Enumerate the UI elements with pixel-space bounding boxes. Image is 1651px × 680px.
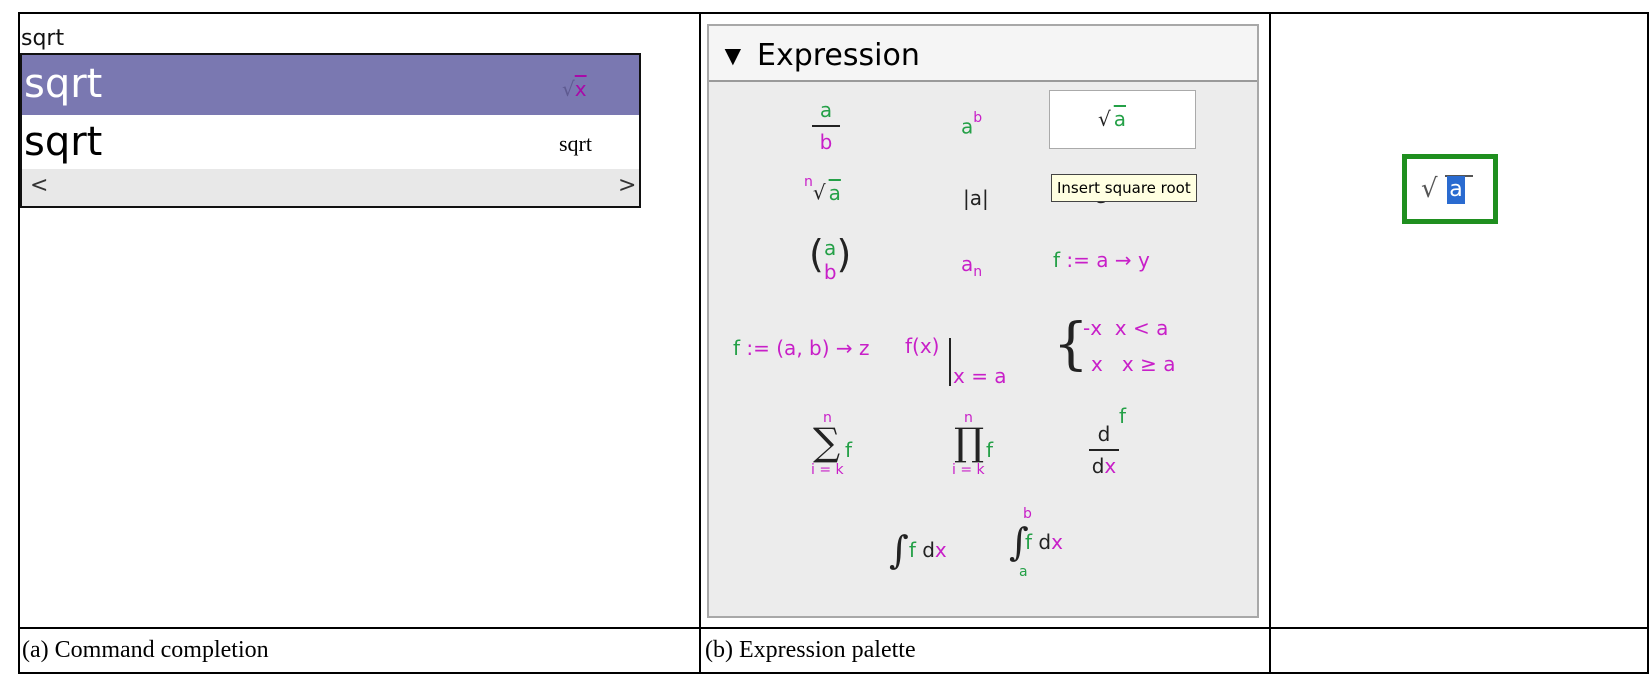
sqrt-preview-icon: √x	[562, 77, 587, 101]
completion-name: sqrt	[24, 119, 103, 165]
completion-preview: sqrt	[559, 131, 592, 156]
nth-root-button[interactable]: n√a	[804, 174, 841, 205]
math-region[interactable]: √ a	[1402, 154, 1498, 224]
evaluate-at-button[interactable]: f(x) x = a	[905, 334, 1007, 388]
table-border-top	[19, 12, 1649, 14]
completion-row-selected[interactable]: sqrt √x	[22, 55, 639, 115]
radical-icon: √	[1421, 174, 1438, 204]
selected-placeholder[interactable]: a	[1447, 176, 1465, 204]
caption-a: (a) Command completion	[22, 637, 269, 663]
function-def-button[interactable]: f := a → y	[1053, 248, 1150, 272]
caption-b: (b) Expression palette	[705, 637, 916, 663]
completion-row[interactable]: sqrt sqrt	[22, 115, 639, 169]
tooltip: Insert square root	[1051, 174, 1197, 202]
completion-popup: sqrt √x sqrt sqrt < >	[20, 53, 641, 208]
horizontal-scrollbar[interactable]: < >	[22, 169, 639, 206]
collapse-triangle-icon[interactable]: ▼	[719, 40, 747, 71]
multi-arg-function-button[interactable]: f := (a, b) → z	[733, 336, 870, 360]
power-button[interactable]: ab	[961, 110, 983, 139]
sqrt-button[interactable]: √a	[1049, 90, 1196, 149]
completion-name: sqrt	[24, 61, 103, 107]
palette-title: Expression	[757, 38, 920, 73]
table-border-div2	[1269, 12, 1271, 674]
table-border-mid	[19, 627, 1649, 629]
typed-command: sqrt	[21, 26, 65, 51]
definite-integral-button[interactable]: b ∫ f dx a	[1009, 506, 1063, 580]
table-border-bottom	[19, 672, 1649, 674]
table-border-right	[1647, 12, 1649, 674]
palette-header[interactable]: ▼ Expression	[709, 26, 1257, 82]
scroll-right-icon[interactable]: >	[618, 173, 637, 198]
integral-button[interactable]: ∫f dx	[889, 528, 947, 572]
expression-palette: ▼ Expression ab ab √a n√a |a| e Insert s…	[707, 24, 1259, 618]
scroll-left-icon[interactable]: <	[30, 173, 49, 198]
table-border-left	[18, 12, 20, 674]
table-border-div1	[699, 12, 701, 674]
abs-button[interactable]: |a|	[963, 186, 989, 210]
subscript-button[interactable]: an	[961, 252, 983, 280]
